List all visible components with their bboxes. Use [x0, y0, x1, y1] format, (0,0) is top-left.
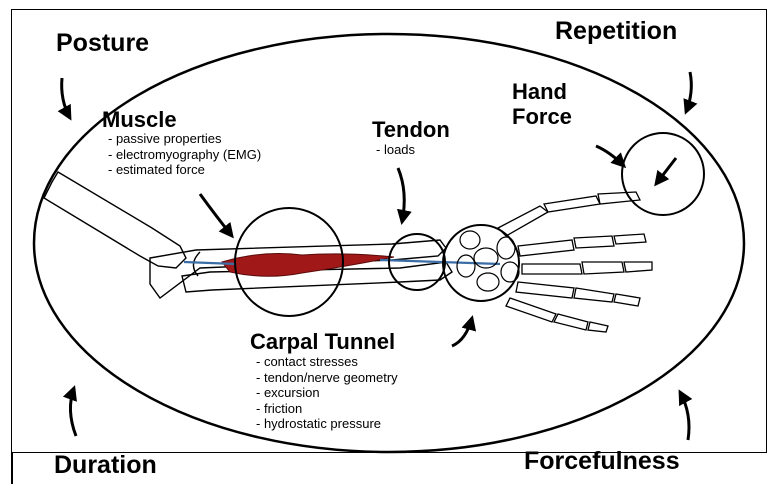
muscle-item: electromyography (EMG) [108, 147, 261, 163]
little-finger-bone [506, 298, 608, 332]
duration-arrow [70, 388, 76, 436]
repetition-label: Repetition [555, 18, 677, 44]
posture-label: Posture [56, 30, 149, 56]
repetition-arrow [686, 72, 691, 112]
tendon-arrow [398, 168, 404, 222]
tendon-item: loads [376, 142, 415, 158]
hand-force-arrow [596, 146, 624, 166]
carpal-tunnel-item: excursion [256, 385, 398, 401]
middle-finger-bone [522, 262, 652, 274]
carpal-tunnel-item: hydrostatic pressure [256, 416, 398, 432]
ring-finger-bone [516, 282, 640, 306]
muscle-title: Muscle [102, 108, 177, 131]
carpal-tunnel-title: Carpal Tunnel [250, 330, 395, 353]
forcefulness-arrow [680, 392, 689, 440]
hand-bones [498, 192, 652, 332]
forearm-bones [44, 172, 452, 298]
posture-arrow [62, 78, 70, 118]
forcefulness-label: Forcefulness [524, 448, 680, 474]
carpal-tunnel-item: friction [256, 401, 398, 417]
carpal-bones [457, 231, 519, 291]
muscle-arrow [200, 194, 232, 236]
index-finger-bone [518, 234, 646, 256]
tendon-title: Tendon [372, 118, 450, 141]
carpal-tunnel-item: tendon/nerve geometry [256, 370, 398, 386]
muscle-list: passive properties electromyography (EMG… [108, 131, 261, 178]
thumb-bone [498, 192, 640, 236]
hand-force-title-line2: Force [512, 105, 572, 128]
hand-force-title-line1: Hand [512, 80, 567, 103]
force-vector-arrow [656, 158, 676, 184]
muscle-item: estimated force [108, 162, 261, 178]
tendon-list: loads [376, 142, 415, 158]
carpal-tunnel-arrow [452, 318, 472, 346]
humerus-bone [44, 172, 186, 268]
muscle-belly [222, 254, 394, 277]
carpal-tunnel-list: contact stresses tendon/nerve geometry e… [256, 354, 398, 432]
muscle-item: passive properties [108, 131, 261, 147]
carpal-tunnel-item: contact stresses [256, 354, 398, 370]
duration-label: Duration [54, 452, 157, 478]
